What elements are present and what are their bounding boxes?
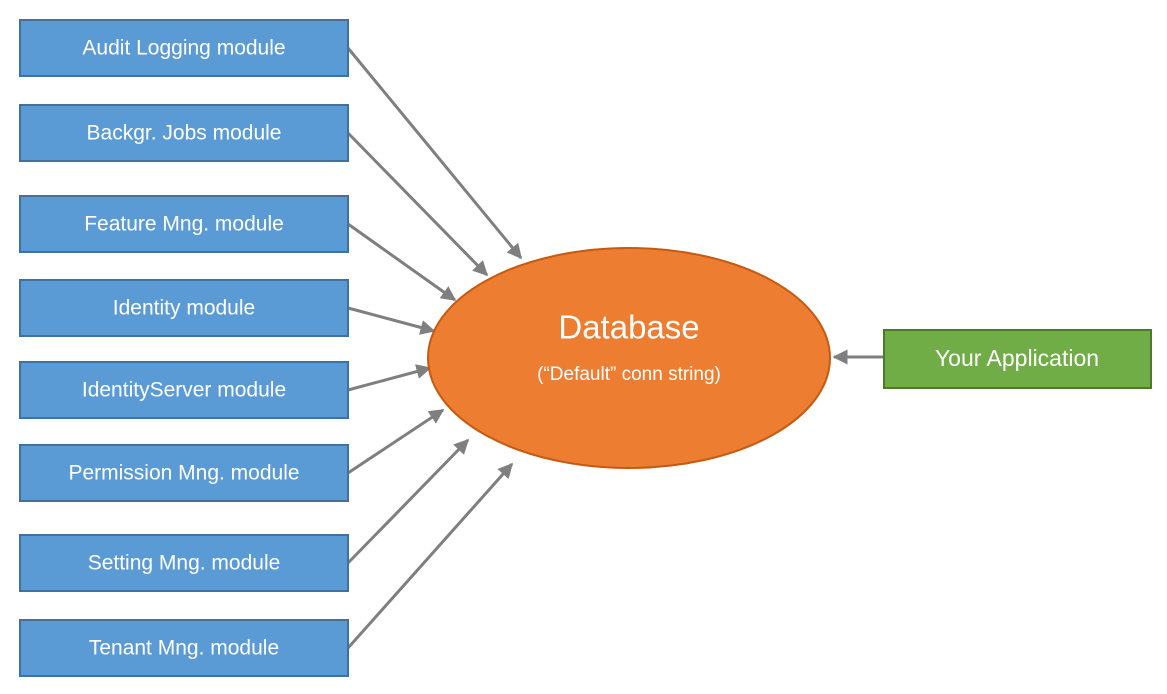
connector-tenant-mng-to-database	[346, 462, 514, 649]
module-box-rect	[19, 195, 349, 253]
module-label: Tenant Mng. module	[89, 637, 279, 660]
connector-background-jobs-to-database	[346, 131, 489, 277]
module-box-permission-mng[interactable]: Permission Mng. module	[19, 444, 349, 502]
module-label: Identity module	[113, 297, 255, 320]
module-box-rect	[19, 534, 349, 592]
module-box-rect	[19, 444, 349, 502]
application-box-rect	[883, 329, 1152, 389]
connector-permission-mng-to-database	[347, 408, 445, 475]
application-label: Your Application	[935, 345, 1099, 371]
connector-audit-logging-to-database	[346, 47, 523, 260]
module-box-feature-mng[interactable]: Feature Mng. module	[19, 195, 349, 253]
module-box-rect	[19, 619, 349, 677]
module-box-tenant-mng[interactable]: Tenant Mng. module	[19, 619, 349, 677]
module-label: Feature Mng. module	[84, 213, 284, 236]
database-subtitle: (“Default” conn string)	[537, 364, 721, 385]
module-box-rect	[19, 279, 349, 337]
connector-identityserver-to-database	[347, 364, 432, 392]
module-label: Backgr. Jobs module	[87, 122, 282, 145]
module-box-identity[interactable]: Identity module	[19, 279, 349, 337]
module-box-setting-mng[interactable]: Setting Mng. module	[19, 534, 349, 592]
module-box-background-jobs[interactable]: Backgr. Jobs module	[19, 104, 349, 162]
module-box-rect	[19, 104, 349, 162]
database-ellipse	[427, 247, 831, 469]
module-label: Audit Logging module	[82, 37, 285, 60]
connector-feature-mng-to-database	[347, 222, 457, 302]
application-box[interactable]: Your Application	[883, 329, 1152, 389]
connector-setting-mng-to-database	[346, 438, 470, 565]
module-label: Setting Mng. module	[88, 552, 281, 575]
connector-identity-to-database	[347, 306, 436, 335]
module-box-identityserver[interactable]: IdentityServer module	[19, 361, 349, 419]
database-title: Database	[558, 309, 699, 346]
module-label: Permission Mng. module	[68, 462, 299, 485]
connector-group	[346, 47, 884, 649]
module-box-audit-logging[interactable]: Audit Logging module	[19, 19, 349, 77]
module-label: IdentityServer module	[82, 379, 286, 402]
database-node[interactable]: Database (“Default” conn string)	[427, 247, 831, 469]
module-box-rect	[19, 361, 349, 419]
module-box-rect	[19, 19, 349, 77]
